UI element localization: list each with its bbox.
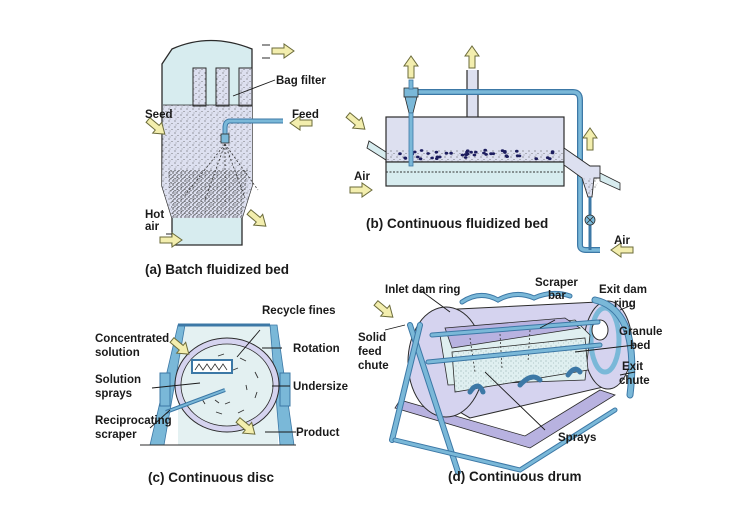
label-bag-filter: Bag filter [276,75,326,87]
label-scraper: scraper [95,429,137,441]
exhaust-arrow-stack [464,45,480,69]
label-rotation: Rotation [293,343,340,355]
granule [550,151,555,155]
dense-bed-a [168,170,248,218]
granule [545,156,550,160]
label-scraper: Scraper [535,277,578,289]
granule [403,156,408,160]
exhaust-arrow-a [271,43,295,59]
granule [413,150,417,154]
granule [463,156,468,159]
label-concentrated: Concentrated [95,333,169,345]
granules-b [398,148,555,161]
granule [430,156,434,160]
label-chute-d: chute [358,360,389,372]
label-exit: Exit [622,361,643,373]
granule [465,149,470,153]
panel-a-batch-fluidized-bed: Bag filter Feed Seed Hot air (a) Batch f… [143,39,326,277]
label-seed: Seed [145,109,173,121]
spray-nozzle [220,133,230,144]
granule [534,157,538,161]
label-bed: bed [630,340,650,352]
drum-frame [389,290,636,475]
granule [460,153,465,157]
granule [465,152,470,156]
granule [483,148,488,152]
granule [491,152,496,156]
recycle-up-arrow [582,127,598,151]
label-air: air [145,221,160,233]
granule [474,150,478,154]
granule [449,151,453,155]
label-product: Product [296,427,340,439]
exhaust-arrow-cyclone [403,55,419,79]
spray-manifold [191,359,233,374]
solid-feed-arrow [371,297,398,324]
granule [472,153,477,157]
caption-a: (a) Batch fluidized bed [145,262,289,277]
granule [444,151,449,155]
cyclone [403,79,419,167]
granule [469,150,473,154]
granule [503,151,507,154]
label-exit-dam: Exit dam [599,284,647,296]
label-feed-d: feed [358,346,382,358]
label-granule: Granule [619,326,662,338]
label-exit-chute: chute [619,375,650,387]
label-air-right: Air [614,235,631,247]
granule [416,155,420,159]
granule [505,155,510,159]
label-solid: Solid [358,332,386,344]
label-solution-sprays-1: Solution [95,374,141,386]
granule [426,152,430,155]
granule [515,154,520,158]
air-arrow-left [349,182,373,198]
bag-filters [192,67,253,107]
label-air-left: Air [354,171,371,183]
label-solution-sprays-2: sprays [95,388,132,400]
caption-d: (d) Continuous drum [448,469,581,484]
feed-arrow-b [343,109,370,136]
label-solution: solution [95,347,140,359]
label-ring: ring [614,298,636,310]
label-inlet-dam-ring: Inlet dam ring [385,284,460,296]
granule [398,152,402,156]
granule [435,157,439,161]
label-sprays: Sprays [558,432,596,444]
label-recycle-fines: Recycle fines [262,305,336,317]
panel-b-continuous-fluidized-bed: Air Air (b) Continuous fluidized bed [343,45,634,258]
panel-d-continuous-drum: Inlet dam ring Scraper bar Exit dam ring… [358,277,662,484]
label-hot: Hot [145,209,164,221]
caption-c: (c) Continuous disc [148,470,274,485]
label-feed: Feed [292,109,319,121]
granule [434,150,439,154]
label-bar: bar [548,290,566,302]
granule [515,149,519,153]
caption-b: (b) Continuous fluidized bed [366,216,548,231]
product-arrow-a [244,206,271,233]
spray-cone [184,143,259,202]
granule [419,149,424,152]
label-reciprocating: Reciprocating [95,415,172,427]
granule [482,151,486,155]
panel-c-continuous-disc: Recycle fines Concentrated solution Rota… [95,305,348,485]
label-undersize: Undersize [293,381,348,393]
granule [418,157,423,161]
